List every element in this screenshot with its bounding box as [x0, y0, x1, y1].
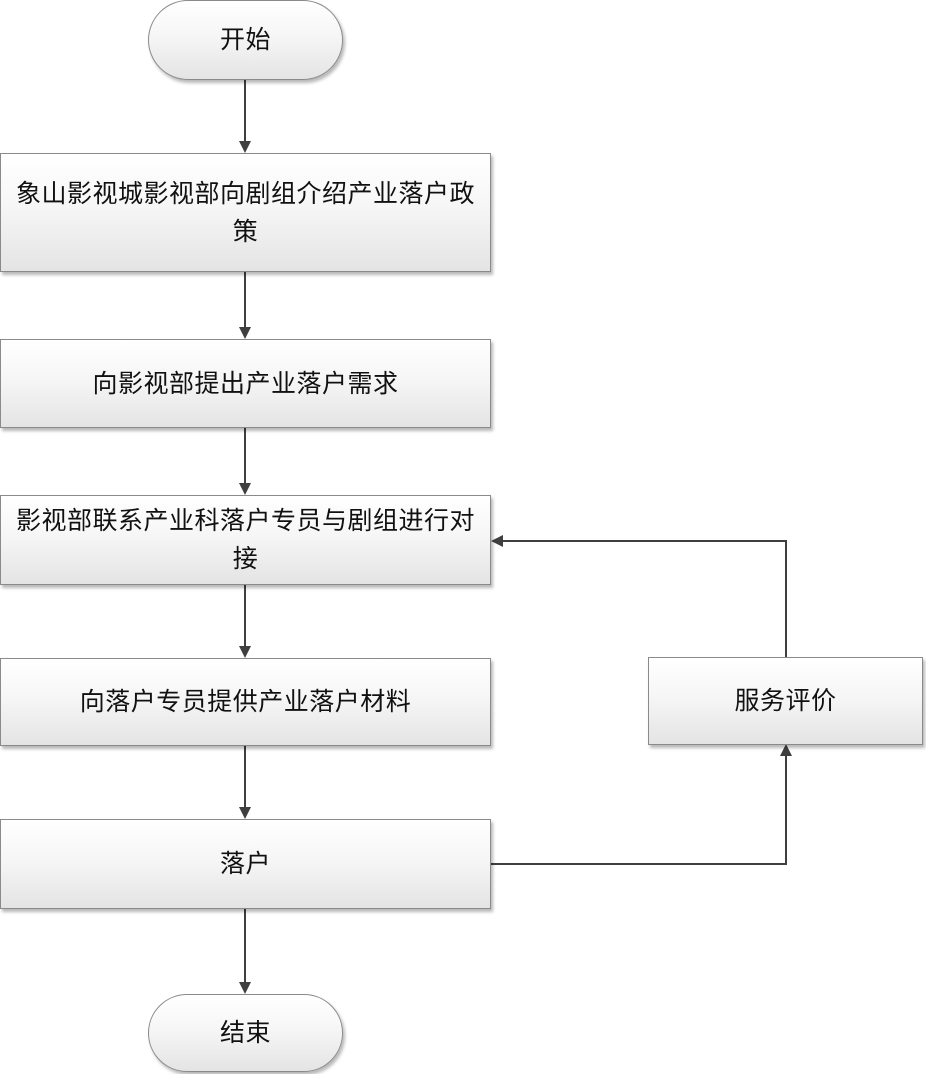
step-provide-materials: 向落户专员提供产业落户材料	[0, 658, 491, 746]
start-node: 开始	[148, 0, 343, 80]
arrow-feedback-to-step3	[491, 535, 787, 657]
step-submit-request: 向影视部提出产业落户需求	[0, 339, 491, 428]
step-introduce-policy-label: 象山影视城影视部向剧组介绍产业落户政策	[15, 178, 475, 246]
end-label: 结束	[219, 1018, 271, 1047]
step-settle: 落户	[0, 819, 491, 909]
feedback-label: 服务评价	[734, 686, 837, 715]
start-label: 开始	[219, 25, 271, 54]
end-node: 结束	[148, 994, 343, 1072]
step-provide-materials-label: 向落户专员提供产业落户材料	[79, 687, 412, 716]
step-submit-request-label: 向影视部提出产业落户需求	[92, 368, 399, 398]
feedback-node: 服务评价	[648, 657, 923, 745]
step-settle-label: 落户	[219, 849, 271, 878]
step-contact-specialist-label: 影视部联系产业科落户专员与剧组进行对接	[15, 506, 475, 573]
arrow-step5-to-feedback	[491, 744, 792, 865]
step-introduce-policy: 象山影视城影视部向剧组介绍产业落户政策	[0, 153, 491, 272]
step-contact-specialist: 影视部联系产业科落户专员与剧组进行对接	[0, 495, 491, 585]
